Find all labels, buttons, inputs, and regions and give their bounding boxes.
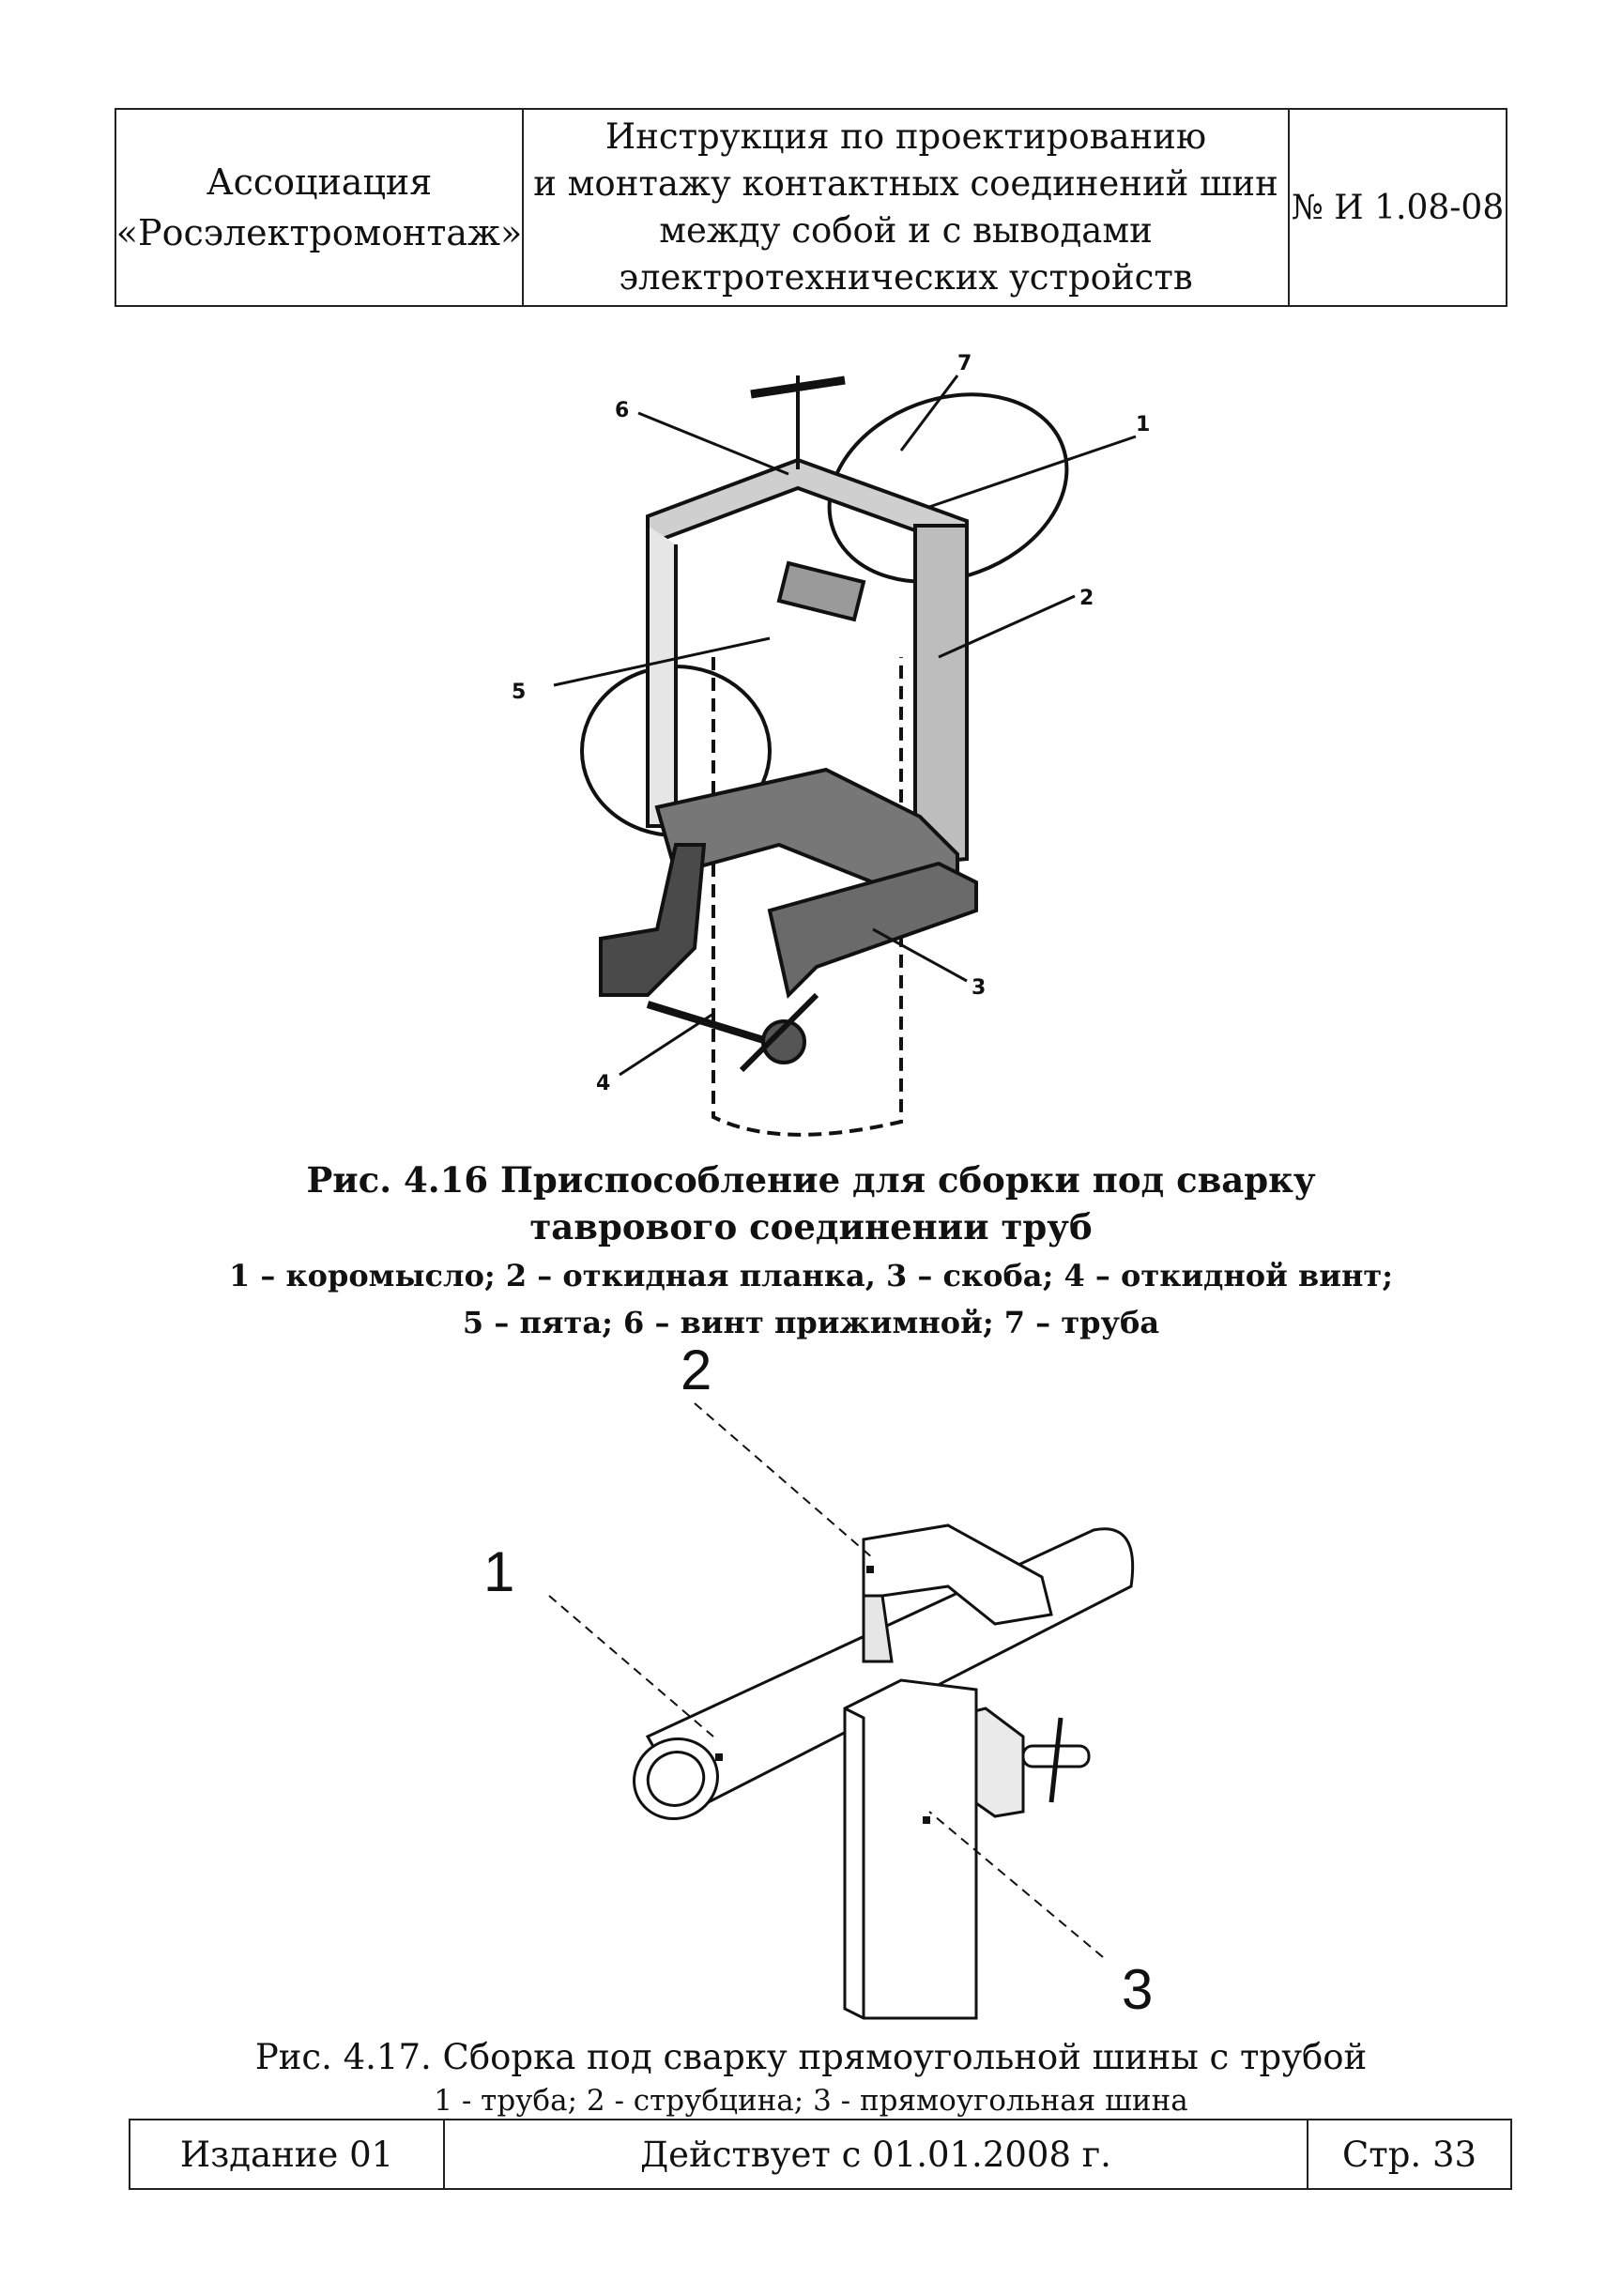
title-line-2: и монтажу контактных соединений шин bbox=[533, 163, 1278, 204]
fig2-callout-2: 2 bbox=[681, 1339, 712, 1401]
header-table: Ассоциация «Росэлектромонтаж» Инструкция… bbox=[115, 108, 1507, 307]
fig2-callout-1-leader bbox=[548, 1595, 714, 1737]
callout-7-leader bbox=[899, 375, 959, 452]
valid-from-cell: Действует с 01.01.2008 г. bbox=[445, 2120, 1308, 2188]
organization-cell: Ассоциация «Росэлектромонтаж» bbox=[116, 110, 524, 305]
callout-5: 5 bbox=[512, 681, 527, 704]
fig2-callout-3: 3 bbox=[1122, 1958, 1154, 2021]
document-number: № И 1.08-08 bbox=[1291, 188, 1505, 227]
figure-4-16-caption-line-1: Рис. 4.16 Приспособление для сборки под … bbox=[306, 1159, 1316, 1201]
figure-4-16-caption-line-2: таврового соединении труб bbox=[529, 1206, 1093, 1247]
valid-from: Действует с 01.01.2008 г. bbox=[640, 2134, 1111, 2175]
title-line-1: Инструкция по проектированию bbox=[604, 116, 1207, 157]
callout-6-leader bbox=[637, 411, 789, 476]
title-line-3: между собой и с выводами bbox=[659, 210, 1153, 251]
figure-4-17-caption: Рис. 4.17. Сборка под сварку прямоугольн… bbox=[254, 2037, 1368, 2077]
callout-4-leader bbox=[619, 1012, 714, 1077]
fig2-callout-2-leader bbox=[694, 1402, 874, 1559]
figure-4-16-legend-line-1: 1 – коромысло; 2 – откидная планка, 3 – … bbox=[228, 1258, 1394, 1293]
title-line-4: электротехнических устройств bbox=[619, 257, 1193, 298]
page-number: Стр. 33 bbox=[1341, 2134, 1477, 2175]
callout-6: 6 bbox=[615, 399, 630, 422]
callout-2: 2 bbox=[1079, 587, 1094, 610]
figure-4-16-legend-line-2: 5 – пята; 6 – винт прижимной; 7 – труба bbox=[462, 1305, 1160, 1340]
footer-table: Издание 01 Действует с 01.01.2008 г. Стр… bbox=[129, 2119, 1512, 2190]
callout-2-leader bbox=[938, 594, 1076, 659]
figure-4-17-legend: 1 - труба; 2 - струбцина; 3 - прямоуголь… bbox=[434, 2084, 1188, 2118]
fig2-callout-3-leader bbox=[928, 1811, 1104, 1958]
callout-5-leader bbox=[553, 636, 771, 687]
fig2-callout-1: 1 bbox=[483, 1540, 515, 1603]
organization-full-name: «Росэлектромонтаж» bbox=[115, 212, 523, 253]
organization-name: Ассоциация bbox=[206, 161, 433, 203]
callout-3: 3 bbox=[972, 976, 987, 1000]
edition-cell: Издание 01 bbox=[130, 2120, 445, 2188]
document-number-cell: № И 1.08-08 bbox=[1290, 110, 1506, 305]
callout-1-leader bbox=[928, 435, 1137, 509]
edition: Издание 01 bbox=[179, 2134, 394, 2175]
callout-3-leader bbox=[872, 927, 968, 983]
page-number-cell: Стр. 33 bbox=[1308, 2120, 1510, 2188]
document-title-cell: Инструкция по проектированию и монтажу к… bbox=[524, 110, 1290, 305]
callout-4: 4 bbox=[596, 1072, 611, 1095]
callout-7: 7 bbox=[957, 352, 972, 375]
callout-1: 1 bbox=[1136, 413, 1151, 436]
